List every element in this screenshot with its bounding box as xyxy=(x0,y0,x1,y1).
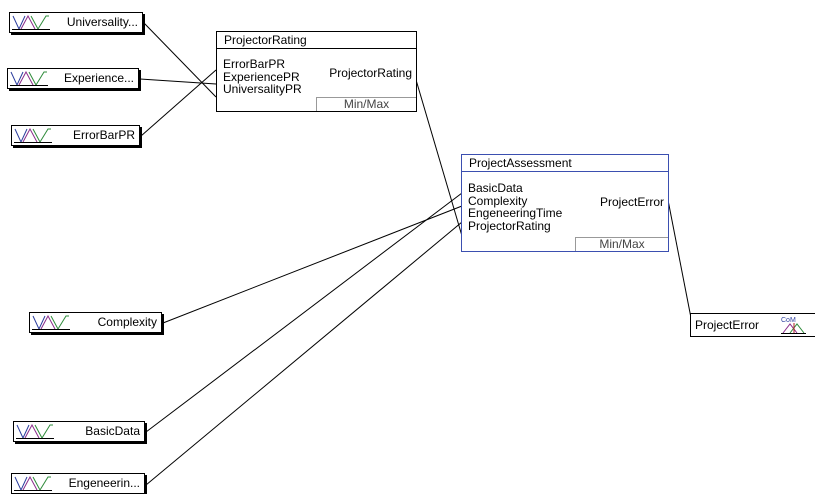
wire-universality-to-universalitypr xyxy=(143,22,217,98)
rule-block-input[interactable]: ProjectorRating xyxy=(468,218,551,233)
variable-label: ErrorBarPR xyxy=(72,128,135,142)
input-variable-basicdata[interactable]: BasicData xyxy=(13,421,145,442)
input-variable-engeneering[interactable]: Engeneerin... xyxy=(11,473,145,494)
rule-block-input[interactable]: Complexity xyxy=(468,193,528,208)
operator-min-max[interactable]: Min/Max xyxy=(575,237,668,251)
rule-block-input[interactable]: UniversalityPR xyxy=(223,82,302,96)
variable-label: Universality... xyxy=(66,15,138,29)
wire-projecterror-to-output xyxy=(667,199,693,324)
variable-label: BasicData xyxy=(85,424,140,438)
wire-basicdata-to-assessment xyxy=(145,192,463,433)
wire-complexity-to-assessment xyxy=(162,205,463,324)
variable-label: Experience... xyxy=(63,71,134,85)
rule-block-input[interactable]: ExperiencePR xyxy=(223,69,300,84)
rule-block-title: ProjectorRating xyxy=(217,32,416,49)
wire-experience-to-experiencepr xyxy=(139,78,217,85)
membership-function-icon xyxy=(32,315,70,330)
rule-block-input[interactable]: BasicData xyxy=(468,181,523,195)
operator-min-max[interactable]: Min/Max xyxy=(316,97,416,111)
wire-engeneering-to-assessment xyxy=(145,221,463,486)
wire-errorbar-to-errorbarpr xyxy=(140,69,217,137)
membership-function-icon xyxy=(12,15,50,30)
variable-label: Engeneerin... xyxy=(68,476,140,490)
rule-block-output[interactable]: ProjectError xyxy=(599,195,664,209)
com-icon-text: CoM xyxy=(781,317,796,324)
membership-function-icon xyxy=(14,128,52,143)
rule-block-output[interactable]: ProjectorRating xyxy=(329,66,412,80)
variable-label: Complexity xyxy=(97,315,157,329)
membership-function-icon xyxy=(10,71,48,86)
com-defuzzification-icon: CoM xyxy=(781,317,806,334)
membership-function-icon xyxy=(16,424,54,439)
input-variable-errorbarpr[interactable]: ErrorBarPR xyxy=(11,125,140,146)
rule-block-inputs: ErrorBarPR ExperiencePR UniversalityPR xyxy=(223,58,302,96)
rule-block-input[interactable]: ErrorBarPR xyxy=(223,57,286,71)
rule-block-title: ProjectAssessment xyxy=(462,155,668,172)
membership-function-icon xyxy=(14,476,52,491)
input-variable-universality[interactable]: Universality... xyxy=(9,12,143,33)
input-variable-experience[interactable]: Experience... xyxy=(7,68,139,89)
rule-block-inputs: BasicData Complexity EngeneeringTime Pro… xyxy=(468,182,562,232)
variable-label: ProjectError xyxy=(695,318,760,332)
rule-block-input[interactable]: EngeneeringTime xyxy=(468,206,563,220)
output-variable-projecterror[interactable]: ProjectError CoM xyxy=(690,313,815,337)
rule-block-project-assessment[interactable]: ProjectAssessment BasicData Complexity E… xyxy=(461,154,669,252)
rule-block-projector-rating[interactable]: ProjectorRating ErrorBarPR ExperiencePR … xyxy=(216,31,417,112)
input-variable-complexity[interactable]: Complexity xyxy=(29,312,162,333)
